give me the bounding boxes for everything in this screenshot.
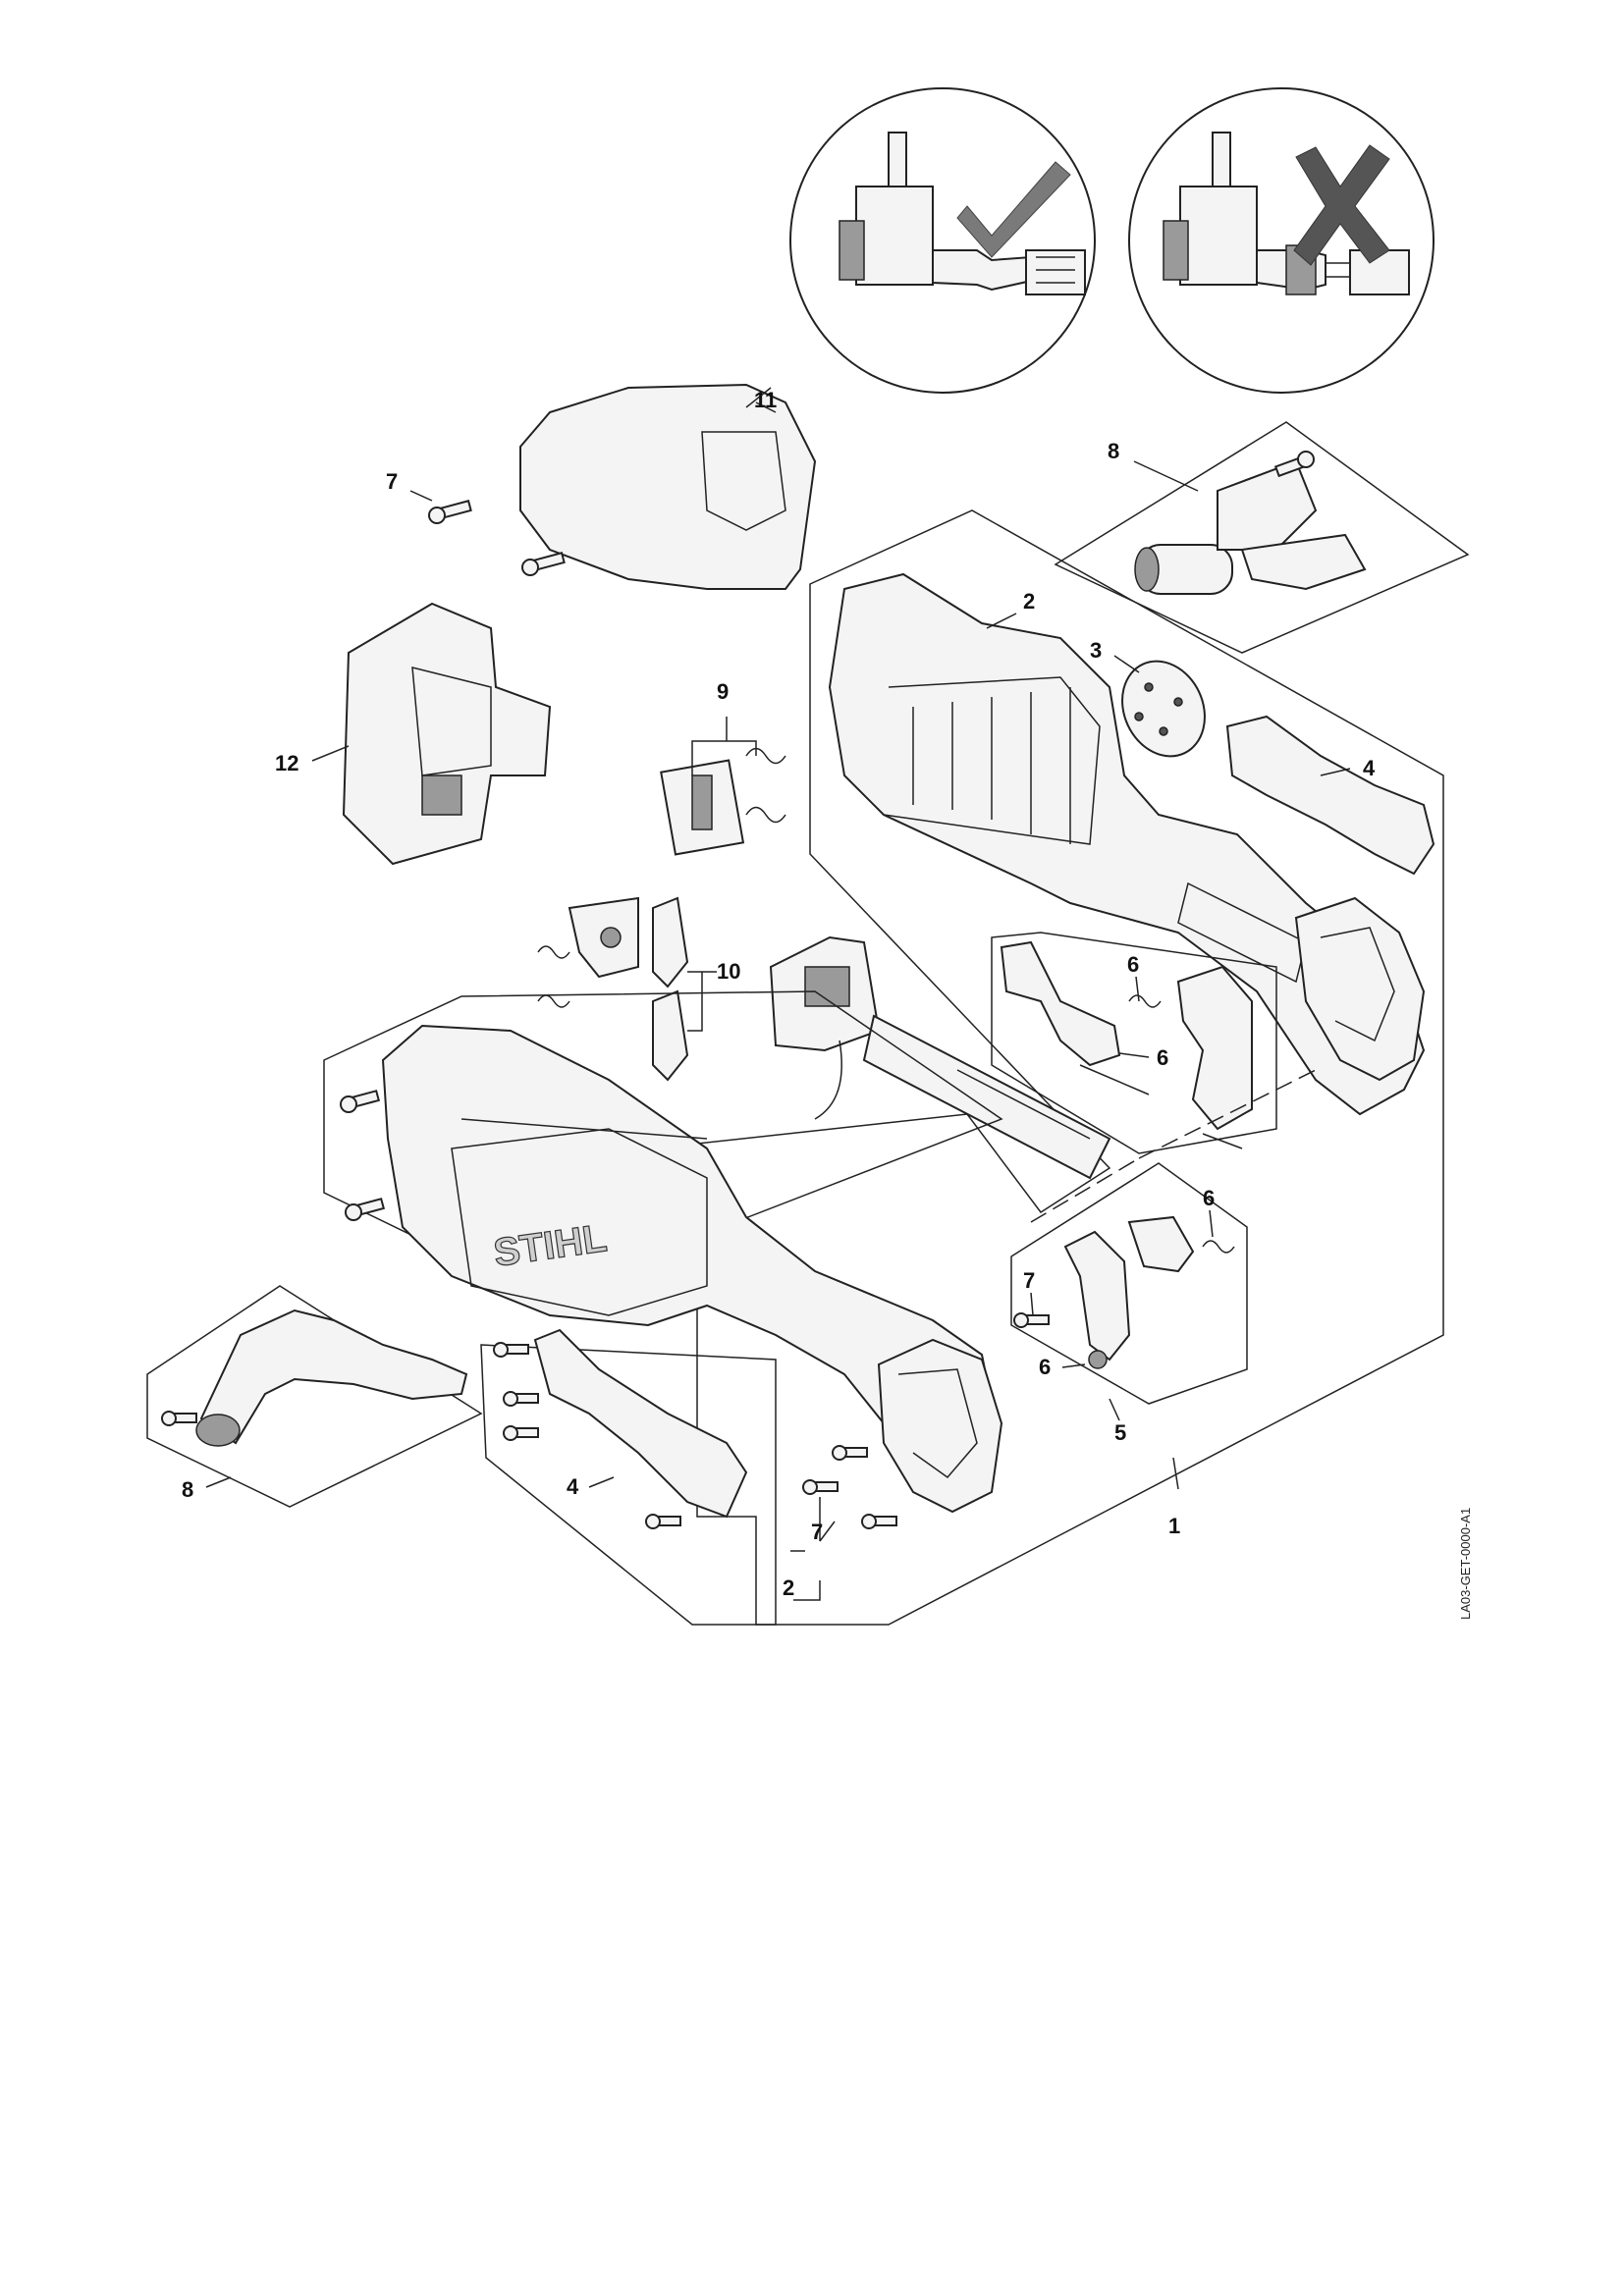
group-box-8-upper	[1054, 421, 1470, 654]
side-cover-part-12	[342, 602, 552, 866]
screw-icon	[861, 1514, 897, 1529]
callout-7: 7	[1023, 1268, 1035, 1293]
drawing-reference: LA03-GET-0000-A1	[1458, 1508, 1473, 1620]
switch-assembly-correct	[839, 132, 1086, 295]
gasket-part-3	[1121, 660, 1206, 758]
screw-icon	[503, 1391, 539, 1407]
callout-8: 8	[1108, 439, 1119, 463]
screw-icon	[340, 1090, 381, 1113]
trim-strip-part-4	[1225, 715, 1435, 876]
screw-icon	[493, 1342, 529, 1358]
lock-lever-part-5	[1063, 1215, 1235, 1369]
callout-6: 6	[1127, 952, 1139, 977]
callout-9: 9	[717, 679, 729, 704]
screw-icon	[345, 1198, 386, 1221]
group-box-4-lower	[480, 1344, 777, 1626]
callout-11: 11	[754, 388, 777, 412]
callout-6: 6	[1157, 1045, 1168, 1070]
callout-12: 12	[275, 751, 298, 775]
trigger-part	[1000, 940, 1162, 1095]
screw-icon	[1013, 1312, 1050, 1328]
callout-3: 3	[1090, 638, 1102, 663]
rear-grip-part-8	[199, 1308, 468, 1445]
callout-4: 4	[567, 1474, 579, 1499]
callout-7: 7	[811, 1520, 823, 1544]
screw-icon	[645, 1514, 681, 1529]
cross-mark-icon	[1293, 144, 1390, 266]
screw-icon	[802, 1479, 839, 1495]
check-mark-icon	[956, 161, 1071, 258]
screw-icon	[161, 1411, 197, 1426]
callout-8: 8	[182, 1477, 193, 1502]
callout-2: 2	[1023, 589, 1035, 614]
inset-wrong	[1128, 87, 1435, 394]
screw-icon	[428, 500, 472, 524]
top-cover-part-11	[519, 383, 817, 590]
callout-7: 7	[386, 469, 398, 494]
handle-cap-part	[1176, 965, 1253, 1131]
callout-6: 6	[1203, 1186, 1215, 1210]
grip-trim-part-4	[533, 1328, 748, 1519]
handle-end-assembly	[1294, 896, 1426, 1082]
screw-icon	[503, 1425, 539, 1441]
screw-icon	[1273, 451, 1315, 478]
inset-correct	[789, 87, 1096, 394]
group-box-8-lower	[146, 1285, 483, 1508]
switch-holder-part-8	[1134, 459, 1367, 595]
switch-module	[769, 935, 1111, 1180]
screw-icon	[521, 552, 566, 576]
callout-5: 5	[1114, 1420, 1126, 1445]
callout-2: 2	[783, 1575, 794, 1600]
callout-1: 1	[1168, 1514, 1180, 1538]
callout-10: 10	[717, 959, 740, 984]
handle-cap-lower	[877, 1338, 1003, 1514]
housing-half-part-2	[828, 572, 1426, 1116]
callout-6: 6	[1039, 1355, 1051, 1379]
callout-4: 4	[1363, 756, 1376, 780]
group-box-5	[1010, 1162, 1248, 1405]
group-box-6-upper	[991, 932, 1277, 1154]
spring-clips-part-10	[537, 896, 689, 1082]
switch-lever-part-9	[660, 747, 786, 856]
leader-lines	[205, 401, 1351, 1601]
screw-icon	[832, 1445, 868, 1461]
